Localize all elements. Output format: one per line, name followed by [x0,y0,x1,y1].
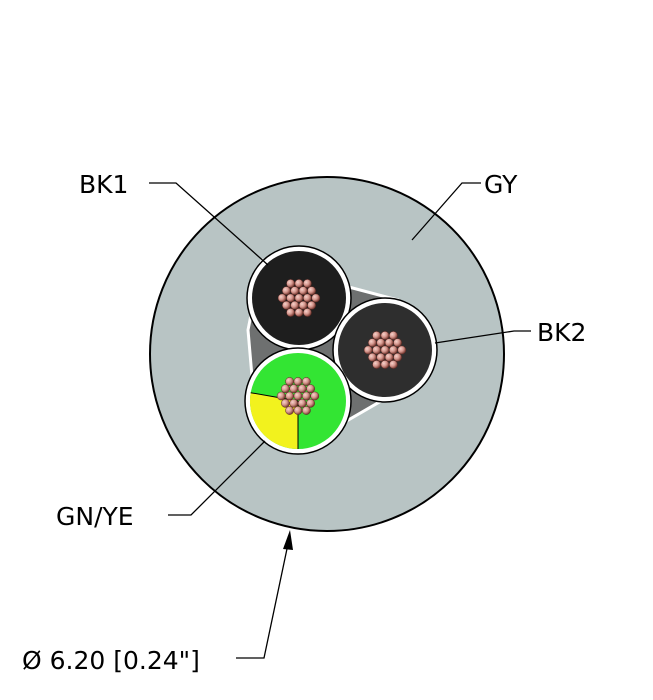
copper-strand [380,331,390,340]
copper-strand [277,293,287,303]
copper-strand [289,384,299,394]
copper-strand [285,377,294,386]
copper-strand [303,293,312,303]
copper-strand [389,345,398,355]
copper-strand [276,391,286,401]
copper-strand [290,286,300,296]
copper-strand [289,398,299,408]
copper-strand [363,345,373,355]
copper-strand [376,338,386,348]
copper-strand [286,279,295,288]
label-gy: GY [484,170,518,199]
copper-strand [302,406,311,415]
copper-strand [294,308,304,317]
copper-strand [307,286,316,296]
copper-strand [306,398,315,408]
copper-strand [293,391,303,401]
copper-strand [372,345,381,355]
copper-strand [285,391,294,401]
leader-diameter [236,543,289,659]
copper-strand [303,279,312,288]
leader-gy [411,182,481,241]
copper-strand [384,352,394,362]
copper-strand [298,286,308,296]
leader-gnye [168,440,266,516]
copper-strand [293,377,303,386]
copper-strand [297,384,307,394]
strand-bundle-bk1 [277,279,321,317]
copper-strand [393,338,402,348]
copper-strand [286,293,295,303]
copper-strand [282,300,291,310]
core-gnye [244,347,352,455]
copper-strand [281,384,290,394]
copper-strand [389,360,398,369]
copper-strand [294,293,304,303]
copper-strand [302,377,311,386]
label-gnye: GN/YE [56,502,134,531]
copper-strand [285,406,294,415]
copper-strand [297,398,307,408]
copper-strand [393,352,402,362]
copper-strand [302,391,311,401]
copper-strand [282,286,291,296]
core-bk1 [246,245,352,351]
copper-strand [306,384,315,394]
leader-bk2 [434,330,531,344]
strand-bundle-gnye [276,377,320,415]
copper-strand [311,293,321,303]
copper-strand [307,300,316,310]
copper-strand [384,338,394,348]
copper-strand [281,398,290,408]
label-diameter: Ø 6.20 [0.24"] [22,646,200,675]
copper-strand [397,345,407,355]
copper-strand [372,331,381,340]
copper-strand [380,345,390,355]
copper-strand [376,352,386,362]
copper-strand [380,360,390,369]
copper-strand [372,360,381,369]
diameter-arrowhead [283,530,293,550]
copper-strand [294,279,304,288]
copper-strand [290,300,300,310]
label-bk2: BK2 [537,318,586,347]
copper-strand [368,338,377,348]
leader-bk1 [149,182,269,266]
copper-strand [389,331,398,340]
label-bk1: BK1 [79,170,128,199]
copper-strand [298,300,308,310]
copper-strand [368,352,377,362]
strand-bundle-bk2 [363,331,407,369]
copper-strand [293,406,303,415]
copper-strand [286,308,295,317]
copper-strand [310,391,320,401]
copper-strand [303,308,312,317]
core-bk2 [332,297,438,403]
